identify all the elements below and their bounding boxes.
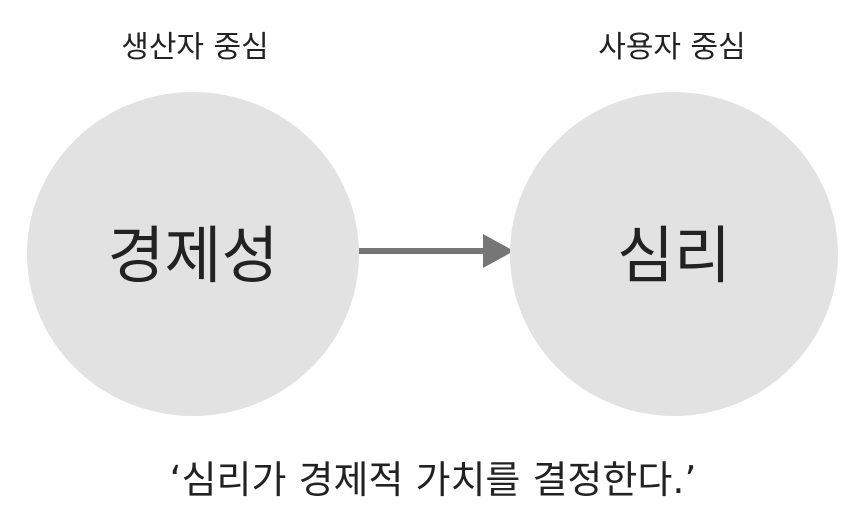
user-circle: 심리 [510,92,838,416]
producer-circle: 경제성 [27,92,359,416]
user-heading: 사용자 중심 [598,30,746,65]
user-center-label: 심리 [616,219,732,292]
producer-heading: 생산자 중심 [121,30,269,65]
arrow-right-icon [359,234,514,268]
producer-center-label: 경제성 [107,219,279,292]
arrow-head [483,234,514,268]
caption: ‘심리가 경제적 가치를 결정한다.’ [169,458,697,502]
